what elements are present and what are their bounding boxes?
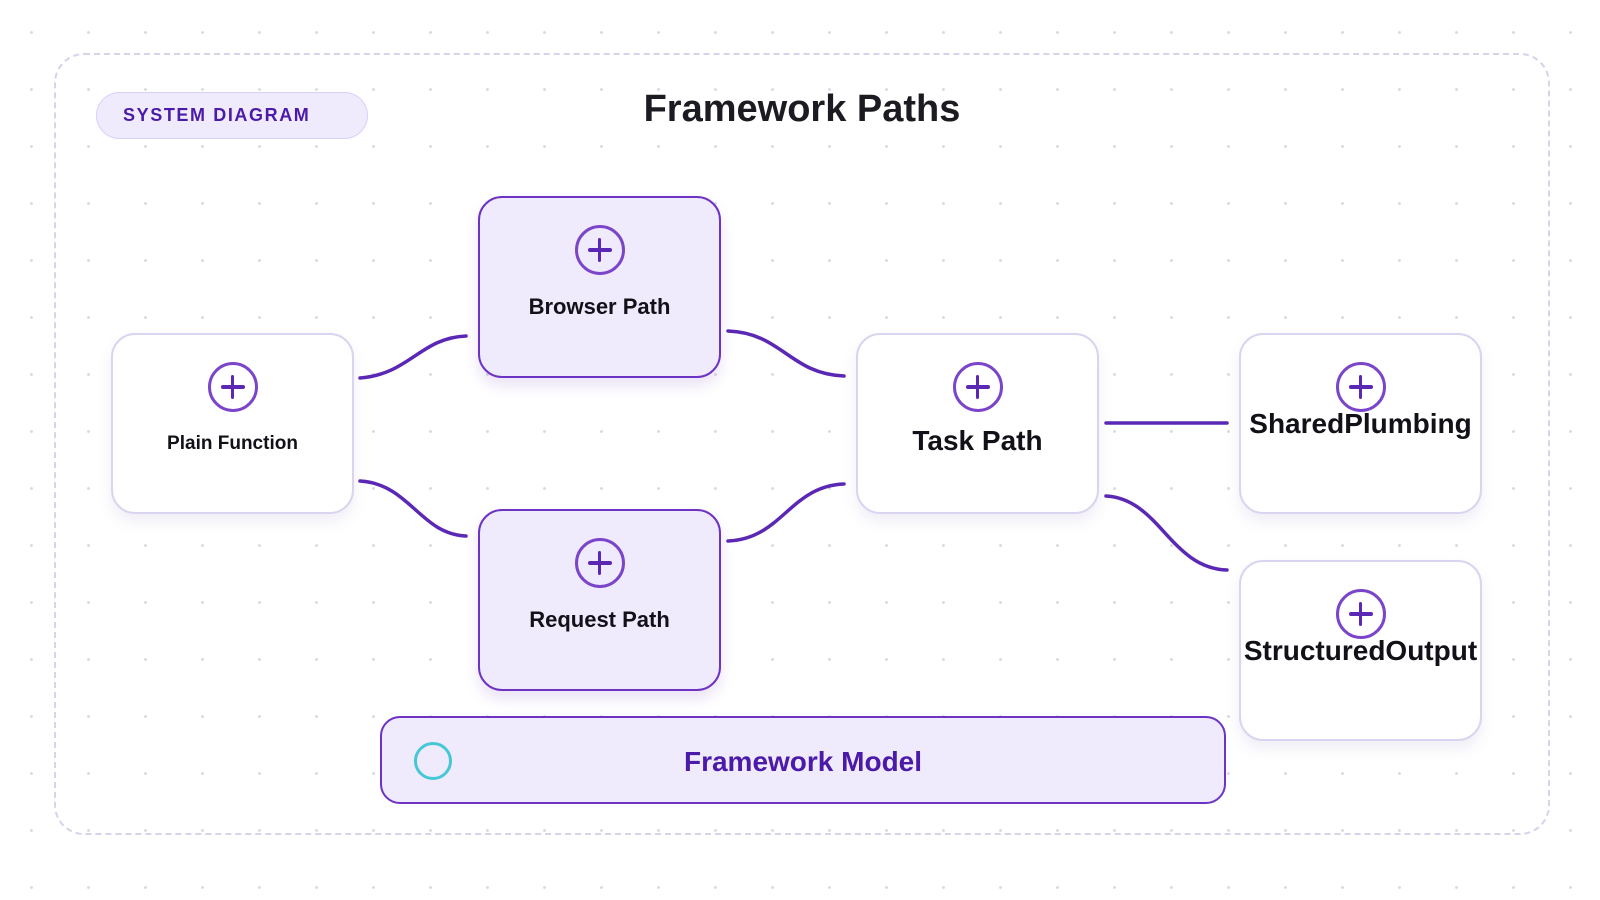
node-plain-function[interactable]: Plain Function xyxy=(111,333,354,514)
plus-circle-icon xyxy=(207,362,258,412)
plus-circle-icon xyxy=(574,538,625,588)
badge-label: SYSTEM DIAGRAM xyxy=(123,105,311,125)
node-label: Browser Path xyxy=(528,294,671,319)
node-browser-path[interactable]: Browser Path xyxy=(478,196,721,378)
node-request-path[interactable]: Request Path xyxy=(478,509,721,691)
section-badge: SYSTEM DIAGRAM xyxy=(96,92,368,139)
edge-task-to-structured xyxy=(1104,494,1229,572)
footer-label: Framework Model xyxy=(683,746,923,777)
node-label: SharedPlumbing xyxy=(1249,408,1472,439)
ring-icon xyxy=(414,742,452,780)
node-task-path[interactable]: Task Path xyxy=(856,333,1099,514)
node-shared-plumbing[interactable]: SharedPlumbing xyxy=(1239,333,1482,514)
node-structured-output[interactable]: StructuredOutput xyxy=(1239,560,1482,741)
plus-circle-icon xyxy=(574,225,625,275)
framework-model-bar[interactable]: Framework Model xyxy=(380,716,1226,804)
plus-circle-icon xyxy=(952,362,1003,412)
edge-plain-to-browser xyxy=(358,334,468,380)
diagram-title: Framework Paths xyxy=(643,88,961,130)
edge-request-to-task xyxy=(726,482,846,543)
node-label: Request Path xyxy=(529,607,670,632)
plus-circle-icon xyxy=(1335,362,1386,412)
node-label: Task Path xyxy=(912,425,1043,456)
node-label: StructuredOutput xyxy=(1243,635,1478,666)
edge-browser-to-task xyxy=(726,329,846,378)
node-label: Plain Function xyxy=(167,433,298,454)
edge-plain-to-request xyxy=(358,479,468,538)
diagram-frame xyxy=(54,53,1550,835)
plus-circle-icon xyxy=(1335,589,1386,639)
